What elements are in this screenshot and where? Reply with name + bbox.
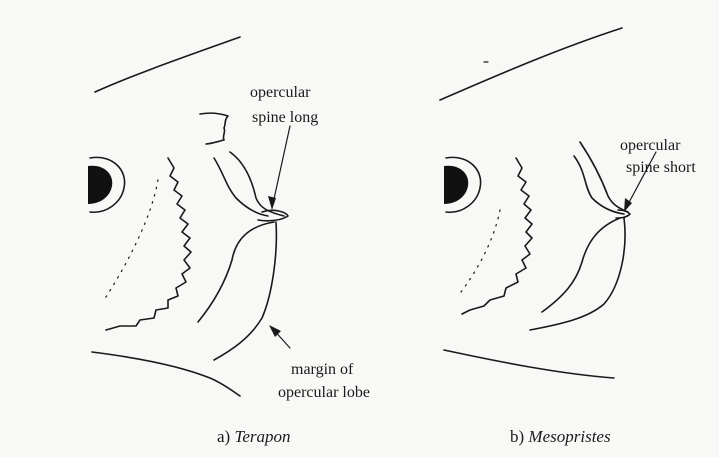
- terapon-spine-label-1: opercular: [250, 84, 311, 101]
- caption-b: b) Mesopristes: [510, 427, 611, 446]
- caption-b-prefix: b): [510, 427, 528, 446]
- terapon-dorsal-outline: [95, 37, 240, 92]
- terapon-serrated-preopercle: [106, 158, 191, 330]
- spine-long-arrow: [268, 126, 290, 210]
- mesopristes-spine-label-1: opercular: [620, 137, 681, 154]
- mesopristes-dotted-row: [458, 210, 500, 296]
- terapon-eye: [88, 157, 125, 212]
- lobe-margin-arrow: [269, 325, 290, 348]
- terapon-notch: [200, 113, 228, 144]
- mesopristes-serrated-preopercle: [462, 158, 532, 314]
- mesopristes-eye: [444, 157, 481, 212]
- mesopristes-dorsal-outline: [440, 28, 622, 100]
- terapon-opercle-edge: [230, 152, 284, 216]
- terapon-subopercle: [198, 222, 274, 322]
- terapon-dotted-row: [104, 180, 158, 300]
- mesopristes-spine-label-2: spine short: [626, 159, 696, 176]
- terapon-sketch: opercular spine long margin of opercular…: [88, 37, 370, 446]
- terapon-inner-opercle: [214, 158, 268, 216]
- mesopristes-ventral-outline: [444, 350, 614, 378]
- margin-label-2: opercular lobe: [278, 384, 370, 401]
- margin-label-1: margin of: [291, 361, 354, 378]
- caption-a-genus: Terapon: [234, 427, 290, 446]
- mesopristes-sketch: opercular spine short b) Mesopristes: [440, 28, 696, 446]
- caption-a: a) Terapon: [217, 427, 291, 446]
- caption-b-genus: Mesopristes: [527, 427, 611, 446]
- terapon-opercular-lobe-margin: [214, 222, 276, 360]
- terapon-spine-label-2: spine long: [252, 109, 318, 126]
- caption-a-prefix: a): [217, 427, 234, 446]
